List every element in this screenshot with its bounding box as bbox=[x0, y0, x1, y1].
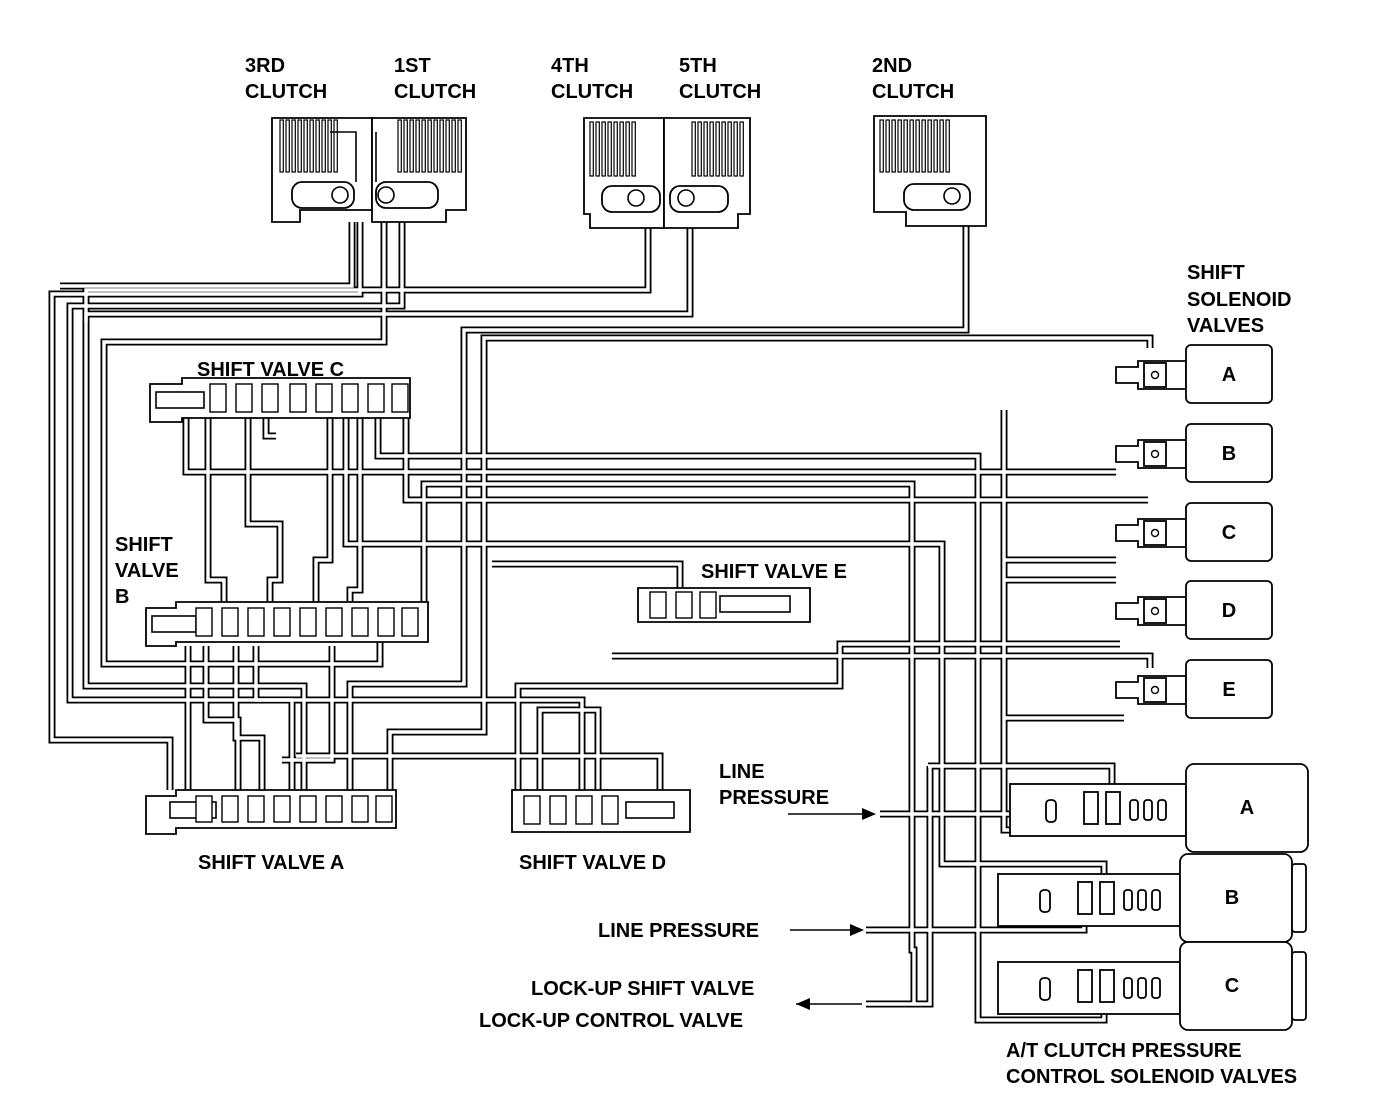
line-pressure-label-1: LINE PRESSURE bbox=[719, 761, 829, 809]
pressure-solenoid-c-letter: C bbox=[1225, 975, 1239, 997]
shift-valve-b-body bbox=[145, 601, 429, 647]
shift-solenoid-valves: A B C D E bbox=[1115, 344, 1273, 719]
shift-solenoid-d-letter: D bbox=[1222, 600, 1236, 622]
pressure-solenoid-b-letter: B bbox=[1225, 887, 1239, 909]
shift-valve-a-body bbox=[145, 789, 397, 835]
shift-valve-c-body bbox=[149, 377, 411, 423]
shift-solenoid-e-letter: E bbox=[1222, 679, 1235, 701]
shift-solenoid-e: E bbox=[1115, 659, 1273, 719]
line-pressure-arrow-2 bbox=[790, 924, 864, 936]
shift-valve-e-body bbox=[637, 587, 811, 623]
lockup-arrow bbox=[796, 998, 862, 1010]
clutch-plates bbox=[397, 119, 462, 173]
shift-solenoid-a: A bbox=[1115, 344, 1273, 404]
clutch-3rd-label: 3RD CLUTCH bbox=[245, 55, 327, 103]
pressure-solenoid-a-letter: A bbox=[1240, 797, 1254, 819]
clutch-1st-assembly bbox=[371, 117, 467, 223]
shift-valve-c-label: SHIFT VALVE C bbox=[197, 359, 344, 381]
clutch-plates bbox=[879, 119, 950, 173]
pressure-solenoid-a: A bbox=[1009, 763, 1309, 853]
shift-valve-d-body bbox=[511, 789, 691, 833]
clutch-4th-label: 4TH CLUTCH bbox=[551, 55, 633, 103]
shift-solenoid-b: B bbox=[1115, 423, 1273, 483]
clutch-plates bbox=[279, 119, 338, 173]
shift-valve-b-label: SHIFT VALVE B bbox=[115, 534, 184, 608]
clutch-2nd-assembly bbox=[873, 115, 987, 227]
clutch-5th-label: 5TH CLUTCH bbox=[679, 55, 761, 103]
shift-solenoid-a-letter: A bbox=[1222, 364, 1236, 386]
shift-valve-a-label: SHIFT VALVE A bbox=[198, 852, 344, 874]
clutch-plates bbox=[691, 121, 744, 177]
lockup-control-valve-label: LOCK-UP CONTROL VALVE bbox=[479, 1010, 743, 1032]
shift-solenoid-b-letter: B bbox=[1222, 443, 1236, 465]
clutch-1st-label: 1ST CLUTCH bbox=[394, 55, 476, 103]
pressure-control-solenoids: A B C bbox=[997, 763, 1309, 1031]
clutch-2nd-label: 2ND CLUTCH bbox=[872, 55, 954, 103]
shift-valve-d-label: SHIFT VALVE D bbox=[519, 852, 666, 874]
shift-solenoid-c-letter: C bbox=[1222, 522, 1236, 544]
shift-solenoid-c: C bbox=[1115, 502, 1273, 562]
line-pressure-label-2: LINE PRESSURE bbox=[598, 920, 759, 942]
shift-solenoid-valves-label: SHIFT SOLENOID VALVES bbox=[1187, 262, 1297, 337]
clutch-plates bbox=[589, 121, 636, 177]
lockup-shift-valve-label: LOCK-UP SHIFT VALVE bbox=[531, 978, 754, 1000]
clutch-3rd-assembly bbox=[271, 117, 373, 223]
shift-valve-e-label: SHIFT VALVE E bbox=[701, 561, 847, 583]
atcp-solenoids-label: A/T CLUTCH PRESSURE CONTROL SOLENOID VAL… bbox=[1006, 1040, 1297, 1088]
pressure-solenoid-c: C bbox=[997, 941, 1307, 1031]
shift-solenoid-d: D bbox=[1115, 580, 1273, 640]
line-pressure-arrow-1 bbox=[788, 808, 876, 820]
pressure-solenoid-b: B bbox=[997, 853, 1307, 943]
clutch-4th-assembly bbox=[583, 117, 665, 229]
clutch-5th-assembly bbox=[663, 117, 751, 229]
